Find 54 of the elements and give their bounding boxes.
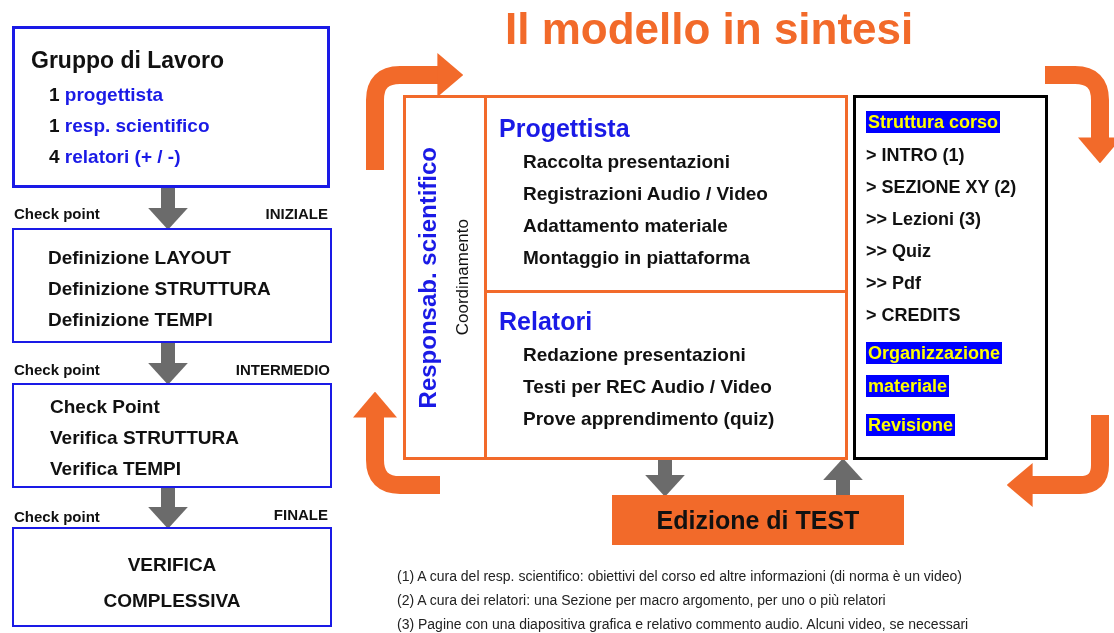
node-text: Responsab. scientifico [413,146,442,409]
checkpoint-label: INTERMEDIO [235,361,330,378]
node-text: Edizione di TEST [655,505,861,536]
node-text: >> Quiz [866,240,933,263]
block-arrow [645,460,685,497]
node-text: Montaggio in piattaforma [522,246,751,270]
heading: Check Point [50,395,161,419]
footnote: (2) A cura dei relatori: una Sezione per macro argomento, per uno o più relatori [397,592,886,608]
node-text: 1 resp. scientifico [48,114,211,138]
course-structure-box [853,95,1048,460]
output-box [612,495,904,545]
node-text: Prove apprendimento (quiz) [522,407,776,431]
node-text: Testi per REC Audio / Video [522,375,773,399]
heading: Gruppo di Lavoro [31,46,225,75]
node-text: Verifica STRUTTURA [50,426,240,450]
node-text: 4 relatori (+ / -) [48,145,182,169]
node-text: Redazione presentazioni [522,343,747,367]
process-box [12,383,332,488]
heading: Progettista [499,113,631,144]
node-text: Registrazioni Audio / Video [522,182,769,206]
node-text: >> Lezioni (3) [866,208,983,231]
footnote: (3) Pagine con una diapositiva grafica e relativo commento audio. Alcuni video, se necessari [397,616,969,632]
node-text: Revisione [866,413,957,438]
heading: Struttura corso [866,110,1002,135]
checkpoint-label: Check point [14,205,100,222]
node-text: Verifica TEMPI [50,457,182,481]
team-panel [403,95,848,460]
block-arrow [148,488,188,529]
heading: Relatori [499,306,594,337]
node-text: Coordinamento [452,219,473,336]
node-text: > CREDITS [866,304,962,327]
node-text: > INTRO (1) [866,144,966,167]
process-box [12,527,332,627]
title: Il modello in sintesi [505,4,914,54]
node-text: 1 progettista [48,83,165,107]
process-box [12,228,332,343]
node-text: Raccolta presentazioni [522,150,731,174]
checkpoint-label: Check point [14,508,100,525]
node-text: >> Pdf [866,272,923,295]
node-text: Definizione STRUTTURA [48,277,272,301]
group-box [12,26,330,188]
heading: Definizione LAYOUT [48,246,232,270]
checkpoint-label: Check point [14,361,100,378]
checkpoint-label: FINALE [273,506,328,523]
node-text: Organizzazione materiale [866,341,1004,399]
node-text: > SEZIONE XY (2) [866,176,1018,199]
node-text: VERIFICA COMPLESSIVA [102,553,242,613]
node-text: Adattamento materiale [522,214,729,238]
checkpoint-label: INIZIALE [265,205,328,222]
node-text: Definizione TEMPI [48,308,214,332]
block-arrow [148,343,188,385]
footnote: (1) A cura del resp. scientifico: obiettivi del corso ed altre informazioni (di norma è un video) [397,568,962,584]
block-arrow [148,188,188,230]
block-arrow [823,458,863,495]
